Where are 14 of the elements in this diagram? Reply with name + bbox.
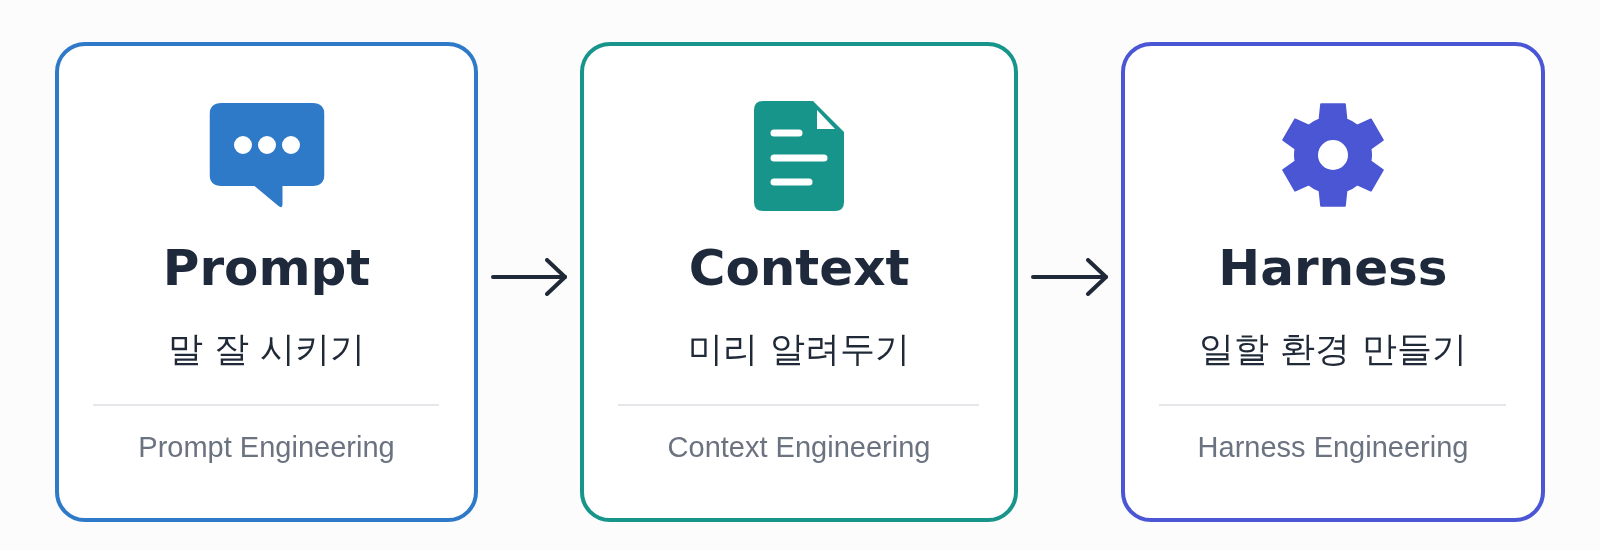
step-card (580, 42, 1018, 522)
arrow (491, 258, 567, 296)
card-caption: Context Engineering (667, 430, 931, 464)
card-subtitle: 말 잘 시키기 (167, 328, 366, 370)
card-title: Prompt (162, 239, 371, 297)
card-subtitle: 일할 환경 만들기 (1199, 328, 1467, 370)
card-title: Context (688, 239, 910, 297)
card-title: Harness (1218, 239, 1448, 297)
card-caption: Prompt Engineering (138, 430, 395, 464)
step-card (55, 42, 478, 522)
arrow (1031, 258, 1108, 296)
step-card (1121, 42, 1545, 522)
card-subtitle: 미리 알려두기 (688, 328, 910, 370)
card-caption: Harness Engineering (1197, 430, 1469, 464)
